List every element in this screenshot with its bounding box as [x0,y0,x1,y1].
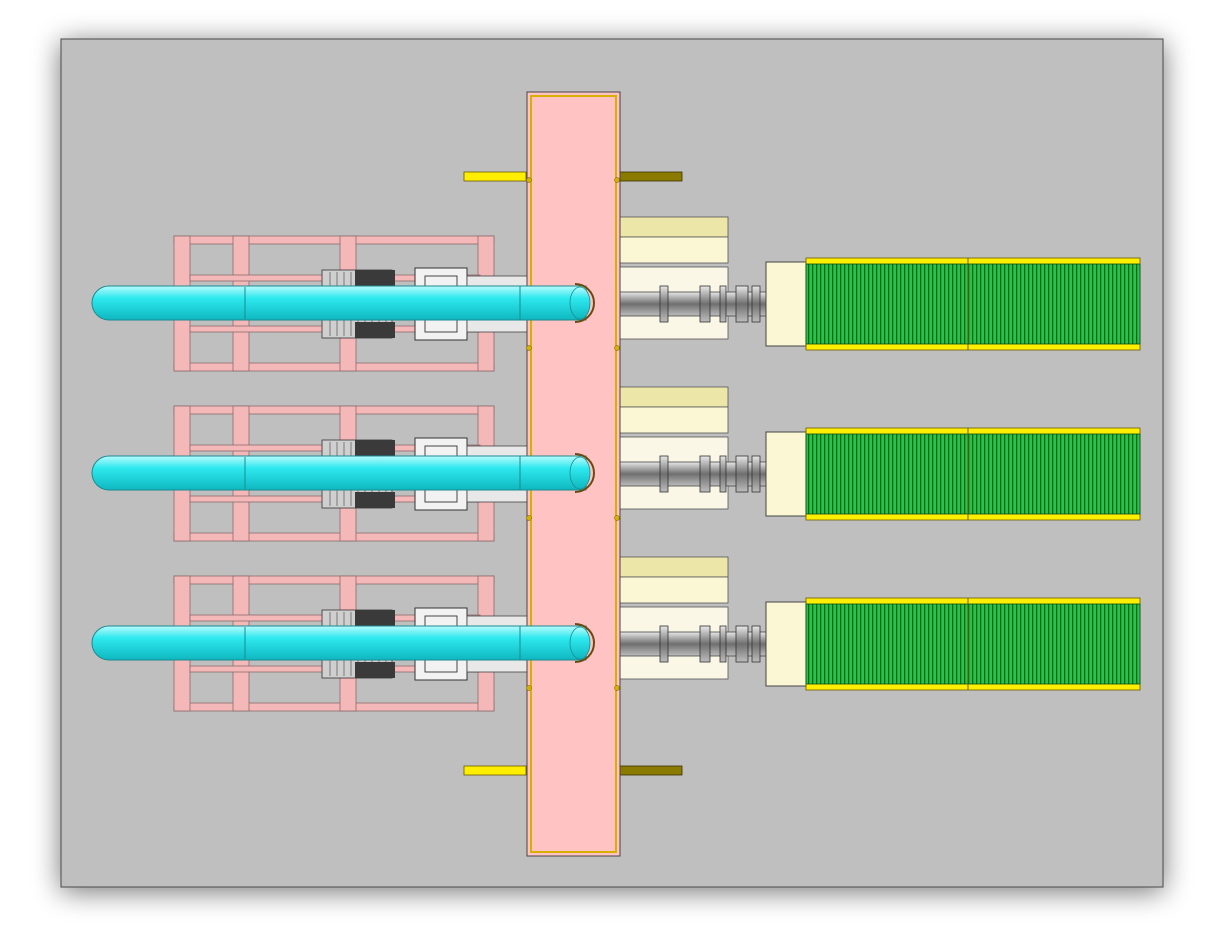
frame-rail-bottom [173,702,495,712]
shaft-collar-4 [735,285,749,323]
pipe-overlay-1 [519,283,595,323]
motor-base [355,492,395,508]
gear-housing [619,556,729,680]
bracket-bottom-left [463,765,527,776]
housing-cap-top [619,386,729,408]
pipe-body [91,625,587,661]
pipe-overlay-3 [519,623,595,663]
screen-conveyor [765,257,1141,351]
pipe-body [91,455,587,491]
pipe-overlay-end [569,286,591,320]
shaft-collar-5 [751,285,761,323]
bracket-bottom-right [619,765,683,776]
header-bolt-right-2 [614,345,620,351]
header-bolt-left-1 [526,177,532,183]
header-bolt-right-3 [614,515,620,521]
shaft-collar-2 [699,625,711,663]
drive-shaft [619,285,771,323]
shaft-collar-4 [735,625,749,663]
pipe-overlay-end [569,456,591,490]
shaft-collar-3 [719,625,727,663]
bracket-top-left [463,171,527,182]
housing-cap-bottom [619,576,729,604]
shaft-collar-2 [699,455,711,493]
header-bolt-left-2 [526,345,532,351]
pipe-overlay-end [569,626,591,660]
pipe-overlay-flange [574,453,595,493]
shaft-collar-3 [719,285,727,323]
bracket-top-right [619,171,683,182]
header-bolt-left-4 [526,685,532,691]
conveyor-belt [805,433,1141,515]
frame-rail-top [173,405,495,415]
shaft-collar-1 [659,625,669,663]
housing-cap-bottom [619,406,729,434]
motor-terminal-box [355,610,395,626]
gear-housing [619,386,729,510]
shaft-collar-1 [659,285,669,323]
shaft-collar-4 [735,455,749,493]
gear-housing [619,216,729,340]
frame-rail-bottom [173,362,495,372]
shaft-collar-5 [751,625,761,663]
conveyor-belt [805,603,1141,685]
pipe-overlay-2 [519,453,595,493]
pump-unit-middle [91,386,1141,542]
frame-rail-top [173,235,495,245]
frame-rail-bottom [173,532,495,542]
motor-base [355,662,395,678]
pipe-body [91,285,587,321]
housing-cap-top [619,556,729,578]
shaft-collar-5 [751,455,761,493]
conveyor-drive-box [765,601,807,687]
motor-terminal-box [355,270,395,286]
pipe-overlay-flange [574,283,595,323]
shaft-collar-3 [719,455,727,493]
header-bolt-right-4 [614,685,620,691]
drive-shaft [619,625,771,663]
housing-cap-bottom [619,236,729,264]
shaft-collar-1 [659,455,669,493]
conveyor-drive-box [765,261,807,347]
screen-conveyor [765,427,1141,521]
header-bolt-left-3 [526,515,532,521]
header-assembly [463,91,683,857]
frame-rail-top [173,575,495,585]
conveyor-drive-box [765,431,807,517]
pipe-overlay-flange [574,623,595,663]
drive-shaft [619,455,771,493]
pump-unit-top [91,216,1141,372]
conveyor-belt [805,263,1141,345]
suction-pipe [91,453,595,493]
pump-units [91,216,1141,712]
header-bolt-right-1 [614,177,620,183]
motor-terminal-box [355,440,395,456]
screen-conveyor [765,597,1141,691]
suction-pipe [91,283,595,323]
suction-pipe [91,623,595,663]
shaft-collar-2 [699,285,711,323]
housing-cap-top [619,216,729,238]
motor-base [355,322,395,338]
